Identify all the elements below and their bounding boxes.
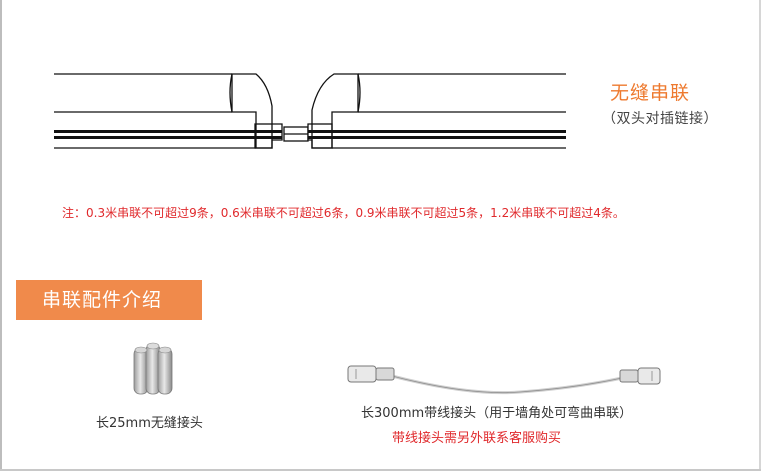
feature-subtitle: （双头对插链接） [602, 111, 718, 127]
seamless-connector-image [133, 342, 173, 395]
right-tube [307, 73, 566, 149]
section-title: 串联配件介绍 [42, 289, 163, 311]
section-banner: 串联配件介绍 [16, 280, 202, 320]
frame-border-bottom [0, 469, 761, 471]
frame-border-left [0, 0, 2, 471]
frame-border-right [759, 0, 761, 471]
series-limit-note: 注：0.3米串联不可超过9条，0.6米串联不可超过6条，0.9米串联不可超过5条… [62, 206, 625, 220]
cable-caption: 长300mm带线接头（用于墙角处可弯曲串联） [361, 406, 633, 421]
cable-connector-image [347, 365, 661, 395]
feature-title: 无缝串联 [610, 82, 691, 104]
middle-connector [283, 126, 309, 142]
connector-caption: 长25mm无缝接头 [96, 416, 203, 431]
left-tube [54, 73, 283, 149]
cable-purchase-note: 带线接头需另外联系客服购买 [392, 431, 562, 446]
